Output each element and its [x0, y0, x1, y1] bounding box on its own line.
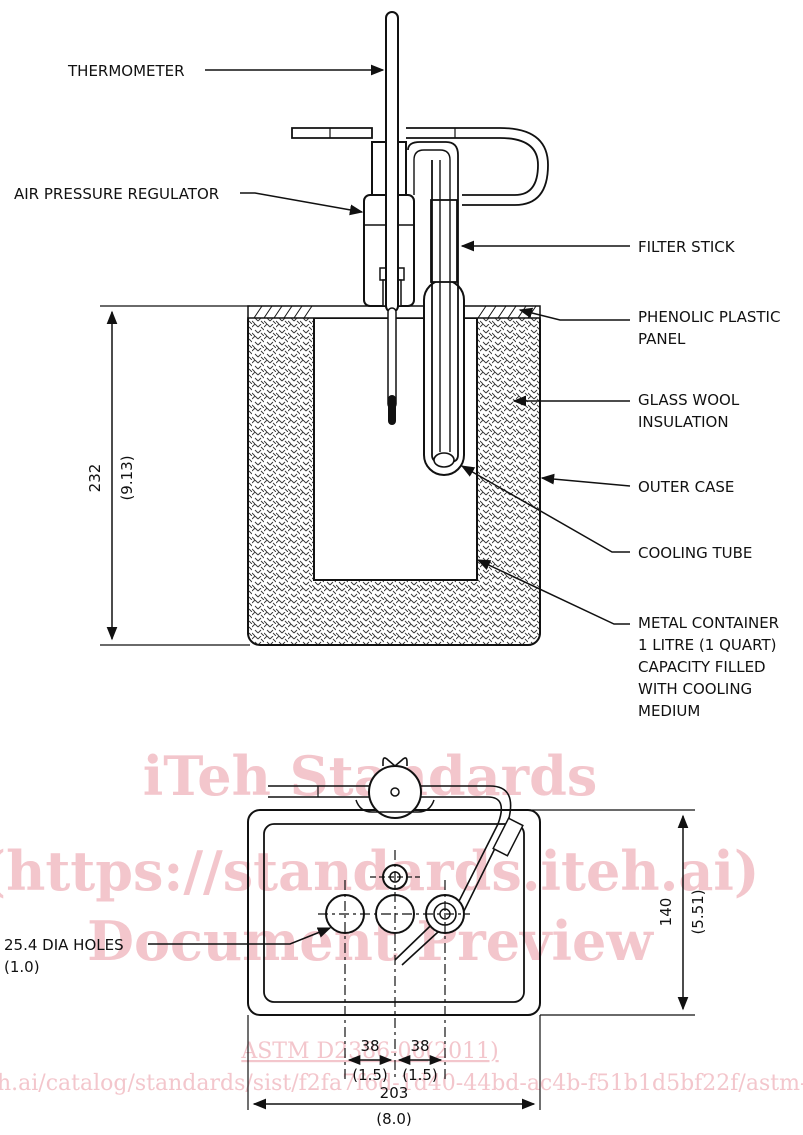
- spacing-left-in: (1.5): [352, 1066, 388, 1084]
- top-view: 38 (1.5) 38 (1.5) 203 (8.0) 140 (5.51): [148, 757, 707, 1128]
- width-in: (8.0): [376, 1110, 412, 1128]
- label-holes-1: 25.4 DIA HOLES: [4, 936, 124, 954]
- label-outer-case: OUTER CASE: [638, 478, 734, 496]
- height-in: (9.13): [118, 455, 136, 500]
- cooling-tube: [407, 141, 465, 476]
- label-phenolic-1: PHENOLIC PLASTIC: [638, 308, 780, 326]
- height-mm: 232: [86, 464, 104, 493]
- spacing-left-mm: 38: [360, 1037, 379, 1055]
- spacing-right-in: (1.5): [402, 1066, 438, 1084]
- label-filter-stick: FILTER STICK: [638, 238, 736, 256]
- label-metal-1: METAL CONTAINER: [638, 614, 779, 632]
- side-view: 232 (9.13): [86, 11, 631, 646]
- label-metal-3: CAPACITY FILLED: [638, 658, 766, 676]
- label-metal-4: WITH COOLING: [638, 680, 752, 698]
- depth-mm: 140: [657, 898, 675, 927]
- top-regulator: [355, 757, 435, 819]
- watermark: iTeh Standards (https://standards.iteh.a…: [0, 744, 803, 1096]
- width-mm: 203: [380, 1084, 409, 1102]
- top-inner-rim: [263, 823, 525, 1003]
- air-inlet-tube: [291, 127, 373, 139]
- label-air-pressure-regulator: AIR PRESSURE REGULATOR: [14, 185, 219, 203]
- spacing-right-mm: 38: [410, 1037, 429, 1055]
- label-holes-2: (1.0): [4, 958, 40, 976]
- label-phenolic-2: PANEL: [638, 330, 686, 348]
- label-thermometer: THERMOMETER: [67, 62, 185, 80]
- watermark-line2: (https://standards.iteh.ai): [0, 839, 759, 903]
- label-glass-wool-2: INSULATION: [638, 413, 729, 431]
- label-glass-wool-1: GLASS WOOL: [638, 391, 740, 409]
- label-metal-2: 1 LITRE (1 QUART): [638, 636, 776, 654]
- outlet-tube: [406, 127, 549, 206]
- label-cooling-tube: COOLING TUBE: [638, 544, 752, 562]
- watermark-line5[interactable]: https://standards.iteh.ai/catalog/standa…: [0, 1071, 803, 1096]
- thermometer: [385, 11, 399, 425]
- depth-in: (5.51): [689, 889, 707, 934]
- watermark-line3: Document Preview: [87, 909, 654, 973]
- label-metal-5: MEDIUM: [638, 702, 700, 720]
